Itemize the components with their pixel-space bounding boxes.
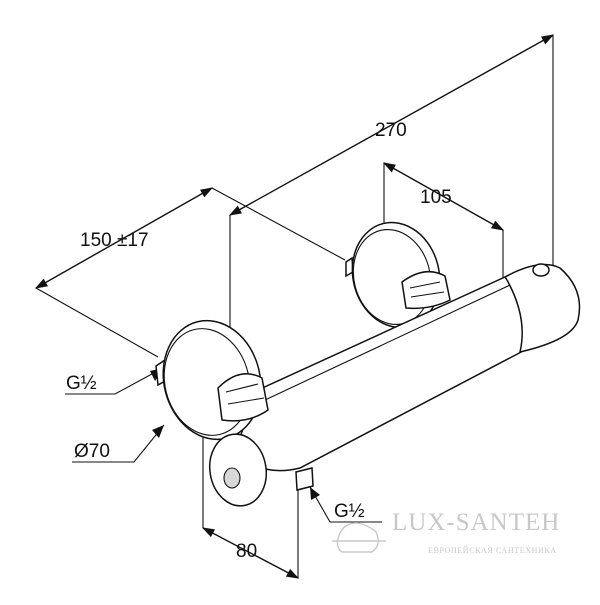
rear-nut-facets	[409, 281, 445, 298]
overall-length-dimension-line	[228, 34, 555, 216]
brand-watermark: LUX-SANTEH ЕВРОПЕЙСКАЯ САНТЕХНИКА	[332, 509, 560, 555]
body-end-cap	[208, 433, 268, 507]
outlet-thread-label: G½	[334, 501, 365, 522]
wall-spacing-extension-left	[35, 287, 159, 358]
inlet-thread-label: G½	[66, 373, 97, 394]
rear-escutcheon	[345, 221, 451, 329]
callout-inlet-thread: G½	[65, 367, 164, 395]
wall-spacing-dimension-line	[34, 187, 214, 289]
projection-dimension-line	[201, 527, 300, 579]
bathtub-logo	[336, 522, 379, 553]
inlet-thread-leader	[65, 367, 164, 395]
callout-outlet-thread: G½	[309, 486, 382, 523]
outlet-stub	[295, 467, 314, 491]
wall-spacing-label: 150 ±17	[80, 230, 149, 251]
dimension-overall-length: 270	[228, 34, 555, 445]
front-escutcheon-rim	[163, 328, 251, 436]
center-offset-dimension-line	[382, 162, 505, 231]
dimension-projection: 80	[201, 380, 300, 579]
outlet-thread-leader-arrow	[310, 487, 320, 500]
escutcheon-leader-arrow	[152, 425, 164, 438]
outlet-connection	[295, 467, 314, 491]
dimension-center-offset: 105	[382, 162, 505, 355]
escutcheon-leader	[72, 424, 165, 463]
front-nut-facets	[225, 383, 265, 405]
end-cap-face	[208, 433, 268, 507]
safety-button	[532, 263, 550, 277]
outlet-thread-leader	[309, 486, 382, 523]
watermark-tagline: ЕВРОПЕЙСКАЯ САНТЕХНИКА	[428, 546, 557, 555]
callout-escutcheon-diameter: Ø70	[72, 424, 165, 463]
dimension-wall-spacing: 150 ±17	[34, 187, 346, 358]
front-escutcheon	[155, 319, 269, 441]
end-cap-hole	[223, 467, 241, 489]
overall-length-label: 270	[375, 120, 407, 141]
projection-label: 80	[236, 541, 257, 562]
rear-nut	[401, 270, 451, 310]
front-nut	[217, 373, 269, 422]
center-offset-label: 105	[420, 187, 452, 208]
end-cap-hole-shadow	[224, 468, 240, 488]
mixer-body-highlight	[264, 284, 511, 401]
escutcheon-diameter-label: Ø70	[74, 441, 110, 462]
wall-spacing-extension-right	[211, 187, 346, 261]
temperature-handle	[503, 263, 581, 354]
temperature-handle-cap	[503, 263, 581, 354]
watermark-brand: LUX-SANTEH	[392, 509, 560, 536]
